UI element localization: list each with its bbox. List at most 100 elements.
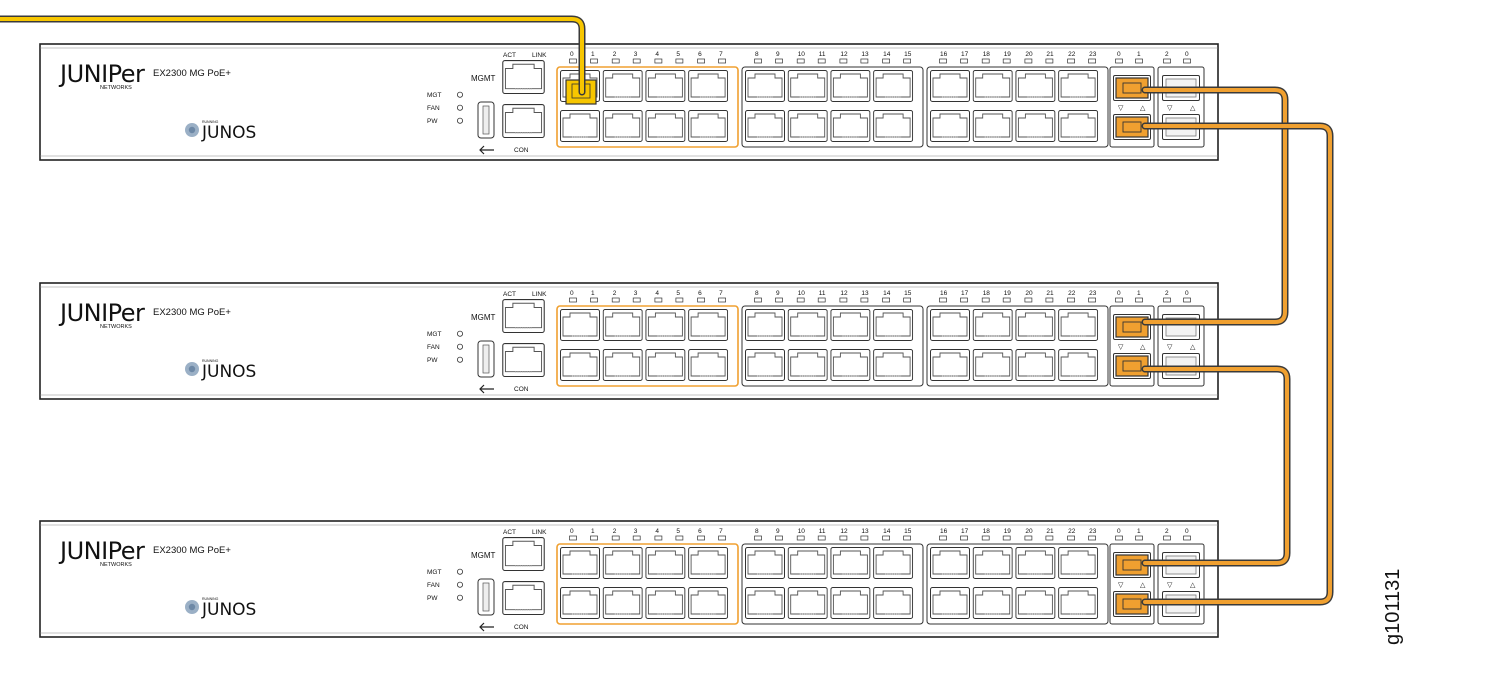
port-number: 16 xyxy=(940,528,948,535)
port-led xyxy=(675,58,684,64)
port-number: 12 xyxy=(840,528,848,535)
rj45-port xyxy=(972,587,1013,619)
port-led xyxy=(882,297,890,303)
rj45-port xyxy=(745,309,785,341)
port-number: 19 xyxy=(1004,528,1012,535)
port-led xyxy=(817,58,826,64)
rj45-port xyxy=(787,587,828,619)
model-label: EX2300 MG PoE+ xyxy=(153,68,231,79)
port-number: 13 xyxy=(861,528,869,535)
figure-id-text: g101131 xyxy=(1382,569,1404,645)
port-led xyxy=(697,535,705,541)
rj45-port xyxy=(745,349,785,381)
uplink-led xyxy=(1115,535,1123,541)
sfp-arrow-icon: △ xyxy=(1140,582,1146,589)
port-led xyxy=(611,297,620,303)
port-number: 15 xyxy=(904,290,912,297)
brand-sub: NETWORKS xyxy=(100,324,132,330)
sfp-arrow-icon: ▽ xyxy=(1118,344,1124,351)
figure-id-label: g101131 xyxy=(1382,569,1404,645)
uplink-number: 0 xyxy=(1185,51,1189,58)
port-led xyxy=(796,535,805,541)
port-group xyxy=(741,305,924,387)
port-number: 4 xyxy=(655,51,659,58)
port-number: 7 xyxy=(719,51,723,58)
rj45-port xyxy=(645,349,686,381)
port-led xyxy=(569,58,577,64)
port-number: 1 xyxy=(591,528,595,535)
rj45-port xyxy=(972,110,1013,142)
model-label: EX2300 MG PoE+ xyxy=(153,545,231,556)
port-number: 3 xyxy=(634,51,638,58)
junos-running: RUNNING xyxy=(202,597,219,601)
port-led xyxy=(1067,58,1075,64)
rj45-port xyxy=(873,309,914,341)
port-led xyxy=(1067,535,1075,541)
uplink-number: 0 xyxy=(1117,290,1121,297)
rj45-port xyxy=(1058,309,1099,341)
port-group xyxy=(741,543,924,625)
port-number: 12 xyxy=(840,51,848,58)
sfp-port xyxy=(1162,314,1200,340)
rj45-port xyxy=(972,309,1013,341)
port-number: 5 xyxy=(676,528,680,535)
rj45-port xyxy=(645,587,686,619)
console-port xyxy=(502,104,545,138)
junos-text: JUNOS xyxy=(201,600,256,620)
mgmt-port xyxy=(502,60,545,94)
rj45-port xyxy=(688,587,729,619)
port-number: 21 xyxy=(1046,51,1054,58)
link-label: LINK xyxy=(532,529,547,536)
rj45-port xyxy=(688,110,729,142)
rj45-port xyxy=(972,70,1013,102)
port-led xyxy=(960,297,968,303)
sfp-arrow-icon: ▽ xyxy=(1167,344,1173,351)
rj45-port xyxy=(787,309,828,341)
con-label: CON xyxy=(514,386,529,393)
poe-port-group-highlight xyxy=(556,305,739,387)
port-number: 13 xyxy=(861,51,869,58)
port-led xyxy=(754,58,762,64)
port-number: 22 xyxy=(1068,528,1076,535)
port-number: 0 xyxy=(570,290,574,297)
port-led xyxy=(754,297,762,303)
sfp-arrow-icon: ▽ xyxy=(1167,582,1173,589)
port-number: 4 xyxy=(655,290,659,297)
port-led xyxy=(1002,535,1011,541)
rj45-port xyxy=(1058,70,1099,102)
port-group xyxy=(926,66,1109,148)
led-label: PW xyxy=(427,357,438,364)
port-number: 2 xyxy=(613,51,617,58)
port-number: 1 xyxy=(591,290,595,297)
junos-text: JUNOS xyxy=(201,362,256,382)
port-led xyxy=(1024,297,1033,303)
port-number: 16 xyxy=(940,51,948,58)
port-number: 10 xyxy=(798,528,806,535)
port-led xyxy=(882,535,890,541)
port-led xyxy=(1088,535,1096,541)
rj45-port xyxy=(602,349,643,381)
port-number: 19 xyxy=(1004,51,1012,58)
uplink-led xyxy=(1115,297,1123,303)
port-number: 5 xyxy=(676,290,680,297)
port-led xyxy=(654,58,663,64)
rj45-port xyxy=(645,547,686,579)
sfp-arrow-icon: △ xyxy=(1190,582,1196,589)
mgmt-label: MGMT xyxy=(471,74,496,83)
port-number: 0 xyxy=(570,528,574,535)
act-label: ACT xyxy=(503,529,516,536)
port-led xyxy=(981,58,990,64)
port-group xyxy=(926,305,1109,387)
brand-logo: JUNIPer xyxy=(58,299,145,327)
uplink-number: 1 xyxy=(1137,290,1141,297)
act-label: ACT xyxy=(503,291,516,298)
port-led xyxy=(1045,535,1054,541)
led-label: PW xyxy=(427,595,438,602)
port-number: 15 xyxy=(904,51,912,58)
uplink-number: 1 xyxy=(1137,51,1141,58)
led-indicator-icon xyxy=(456,568,463,575)
rj45-port xyxy=(930,349,970,381)
port-number: 4 xyxy=(655,528,659,535)
